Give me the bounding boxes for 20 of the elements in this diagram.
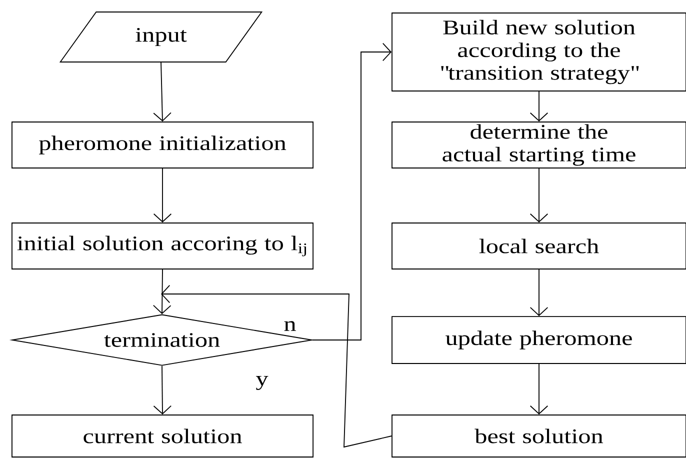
arrow	[312, 42, 392, 340]
arrow	[530, 363, 548, 415]
arrow	[153, 365, 172, 415]
process-box: determine the actual starting time	[392, 122, 686, 168]
arrow	[152, 269, 172, 314]
arrow	[153, 168, 172, 223]
edge-label: y	[256, 376, 268, 390]
arrow	[530, 168, 548, 223]
edge-label: n	[284, 321, 296, 331]
process-box: update pheromone	[392, 316, 686, 364]
arrow	[530, 91, 548, 122]
process-box: initial solution accoring to l$_{ij}$	[12, 222, 314, 270]
process-box: best solution	[392, 414, 686, 458]
process-box: Build new solution according to the "transition strategy"	[392, 12, 686, 92]
arrow	[530, 269, 548, 316]
arrow	[153, 62, 172, 122]
process-box: current solution	[12, 414, 314, 458]
process-box: pheromone initialization	[12, 122, 314, 168]
process-box: local search	[392, 222, 686, 270]
arrow	[161, 284, 392, 448]
